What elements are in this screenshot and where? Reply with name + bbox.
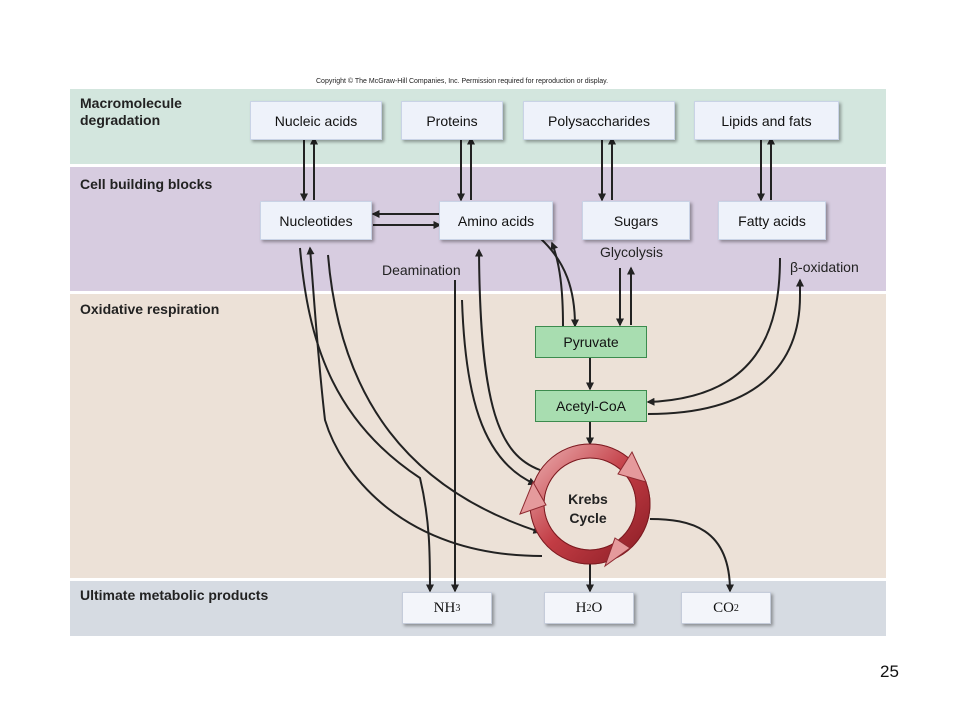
band-title-macro: Macromolecule degradation bbox=[80, 95, 182, 128]
box-polysaccharides: Polysaccharides bbox=[523, 101, 675, 140]
krebs-ring-icon bbox=[519, 443, 651, 568]
product-co2-sub: 2 bbox=[733, 602, 739, 614]
box-acetyl-coa: Acetyl-CoA bbox=[535, 390, 647, 422]
product-co2-base: CO bbox=[713, 599, 734, 616]
krebs-cycle-label: Krebs Cycle bbox=[568, 491, 608, 526]
label-glycolysis: Glycolysis bbox=[600, 244, 664, 260]
box-lipids-and-fats: Lipids and fats bbox=[694, 101, 839, 140]
box-amino-acids: Amino acids bbox=[439, 201, 553, 240]
band-oxidative-respiration bbox=[70, 294, 886, 578]
band-title-blocks: Cell building blocks bbox=[80, 176, 213, 192]
box-fatty-acids: Fatty acids bbox=[718, 201, 826, 240]
label-beta-oxidation: β-oxidation bbox=[790, 259, 859, 275]
product-nh3-sub: 3 bbox=[455, 602, 461, 614]
band-title-oxidative: Oxidative respiration bbox=[80, 301, 220, 317]
page-number: 25 bbox=[880, 662, 899, 681]
box-nucleic-acids: Nucleic acids bbox=[250, 101, 382, 140]
box-sugars: Sugars bbox=[582, 201, 690, 240]
box-proteins: Proteins bbox=[401, 101, 503, 140]
copyright-notice: Copyright © The McGraw-Hill Companies, I… bbox=[316, 78, 609, 85]
band-title-products: Ultimate metabolic products bbox=[80, 587, 269, 603]
product-nh3-base: NH bbox=[433, 599, 456, 616]
box-pyruvate: Pyruvate bbox=[535, 326, 647, 358]
product-h2o-tail: O bbox=[591, 599, 603, 616]
product-h2o-base: H bbox=[575, 599, 587, 616]
product-h2o-sub: 2 bbox=[586, 602, 592, 614]
box-nucleotides: Nucleotides bbox=[260, 201, 372, 240]
label-deamination: Deamination bbox=[382, 262, 461, 278]
